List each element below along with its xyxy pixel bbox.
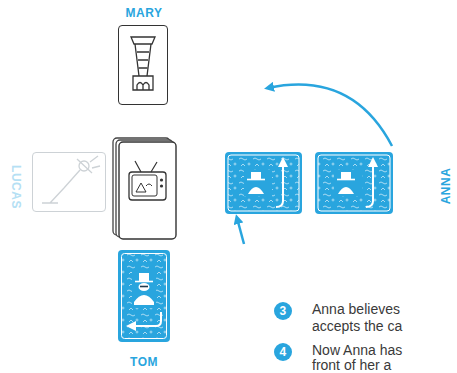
- callout-text: Now Anna has: [312, 343, 402, 358]
- card-pattern: [318, 155, 390, 211]
- card-icon-body: [248, 187, 264, 194]
- callout-circle-fill: [274, 302, 292, 320]
- spy-face: [139, 283, 150, 291]
- player-name: LUCAS: [9, 152, 23, 222]
- card-pattern: [228, 155, 299, 211]
- card-icon-brim: [247, 179, 265, 181]
- player-card: LUCAS: [32, 152, 106, 212]
- card-arrow: [131, 312, 161, 326]
- callout-circle-fill: [274, 343, 292, 361]
- icon-backing: [244, 170, 272, 196]
- card-icon-body: [338, 187, 354, 194]
- card-pattern: [122, 254, 167, 339]
- callout-text: Anna believes: [312, 302, 400, 317]
- tv-antenna: [135, 161, 157, 172]
- tv-knob: [160, 178, 163, 181]
- lamp-symbol: [42, 156, 100, 203]
- tower-symbol: [131, 37, 155, 90]
- tower-top: [131, 37, 155, 44]
- tower-body: [135, 44, 151, 76]
- card-icon-hat: [251, 172, 261, 179]
- player-name: MARY: [104, 6, 184, 20]
- callout-text: front of her a: [312, 358, 391, 373]
- card-arrow: [366, 162, 373, 207]
- player-name: TOM: [104, 355, 184, 369]
- passed-card: [225, 152, 302, 214]
- player-card: MARY: [118, 25, 168, 105]
- spy-hat: [139, 273, 149, 281]
- tower-base: [133, 76, 153, 90]
- icon-backing: [132, 270, 156, 308]
- callout-number: 3: [274, 302, 292, 320]
- deck-top-card: [119, 142, 176, 239]
- pass-on-arrow: [268, 85, 392, 146]
- lamp-arm: [42, 170, 80, 203]
- callout-number: 4: [274, 343, 292, 361]
- pass-arrow: [237, 218, 244, 244]
- tv-screen: [132, 175, 157, 196]
- lamp-rays: [77, 156, 100, 173]
- spy-glasses: [140, 286, 148, 288]
- card-icon-hat: [341, 172, 351, 179]
- tv-knob: [160, 184, 163, 187]
- callout-circle: 3: [274, 302, 292, 320]
- lamp-head: [79, 161, 89, 171]
- player-name: ANNA: [439, 151, 453, 221]
- spy-body: [134, 295, 154, 305]
- tower-bands: [137, 52, 149, 68]
- player-card: ANNA: [315, 152, 393, 214]
- tv-symbol: [129, 172, 166, 200]
- tv-picture: [136, 183, 152, 192]
- card-arrow: [276, 162, 283, 207]
- callout-circle: 4: [274, 343, 292, 361]
- tower-arches: [137, 83, 149, 91]
- callout-text: accepts the ca: [312, 319, 402, 334]
- spy-hat-brim: [135, 281, 153, 283]
- card-icon-brim: [337, 179, 355, 181]
- player-card: TOM: [118, 250, 170, 342]
- icon-backing: [334, 170, 362, 196]
